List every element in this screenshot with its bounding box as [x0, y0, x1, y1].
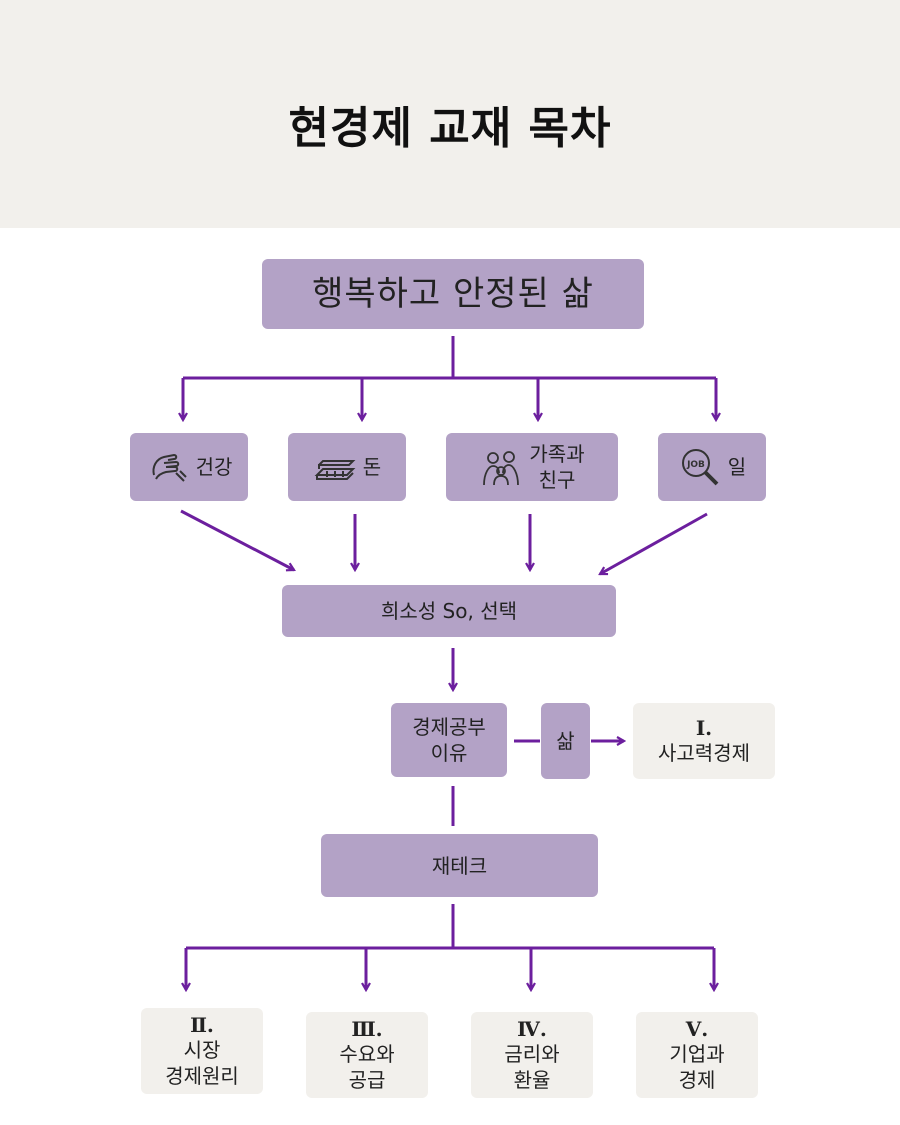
family-icon [479, 445, 523, 489]
svg-text:JOB: JOB [686, 460, 705, 470]
life-node: 삶 [541, 703, 590, 779]
page-title: 현경제 교재 목차 [288, 103, 612, 154]
scarcity-choice-node: 희소성 So, 선택 [282, 585, 616, 637]
chapter-4-node: Ⅳ. 금리와 환율 [471, 1012, 593, 1098]
header-banner: 현경제 교재 목차 [0, 0, 900, 228]
happy-stable-life-node: 행복하고 안정된 삶 [262, 259, 644, 329]
hand-icon [146, 445, 190, 489]
factor-money-node: 돈 [288, 433, 406, 501]
finance-node: 재테크 [321, 834, 598, 897]
factor-work-node: JOB 일 [658, 433, 766, 501]
chapter-2-node: Ⅱ. 시장 경제원리 [141, 1008, 263, 1094]
chapter-1-node: Ⅰ. 사고력경제 [633, 703, 775, 779]
arrow-work-to-scarcity [600, 512, 708, 576]
arrow-health-to-scarcity [180, 509, 294, 570]
chapter-5-node: Ⅴ. 기업과 경제 [636, 1012, 758, 1098]
money-stack-icon [313, 445, 357, 489]
job-search-icon: JOB [678, 445, 722, 489]
factor-family-friends-node: 가족과 친구 [446, 433, 618, 501]
factor-health-node: 건강 [130, 433, 248, 501]
chapter-3-node: Ⅲ. 수요와 공급 [306, 1012, 428, 1098]
study-reason-node: 경제공부 이유 [391, 703, 507, 777]
